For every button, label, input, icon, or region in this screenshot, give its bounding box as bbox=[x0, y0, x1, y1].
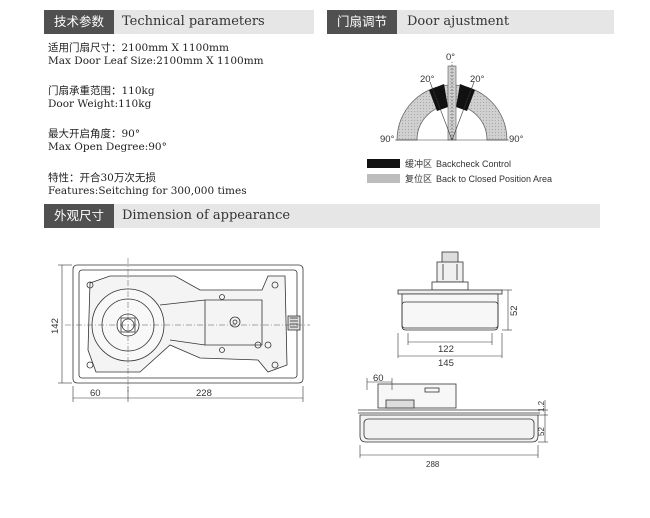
backcheck-zone-left bbox=[429, 84, 448, 111]
header-door-adjust: 门扇调节 Door ajustment bbox=[327, 10, 614, 34]
spec-features-cn: 特性：开合30万次无损 bbox=[48, 172, 156, 184]
legend-swatch-backcheck bbox=[367, 159, 400, 168]
spec-door-weight: 门扇承重范围：110kg Door Weight:110kg bbox=[48, 85, 155, 111]
spec-features-en: Features:Seitching for 300,000 times bbox=[48, 185, 247, 197]
legend-swatch-return bbox=[367, 174, 400, 183]
top-view-right-width-label: 228 bbox=[196, 388, 212, 399]
angle-top-label: 0° bbox=[446, 52, 455, 63]
angle-left-inner-label: 20° bbox=[420, 74, 435, 85]
return-zone-arc bbox=[396, 84, 508, 141]
front-view-outer-width-label: 145 bbox=[438, 358, 454, 369]
spec-open-degree: 最大开启角度：90° Max Open Degree:90° bbox=[48, 128, 167, 154]
legend-return-cn: 复位区 bbox=[405, 173, 432, 184]
front-view-height-label: 52 bbox=[509, 305, 520, 316]
angle-right-outer-label: 90° bbox=[509, 134, 524, 145]
section-title-technical: Technical parameters bbox=[122, 14, 265, 29]
top-view-left-width-label: 60 bbox=[90, 388, 101, 399]
header-technical: 技术参数 Technical parameters bbox=[44, 10, 314, 34]
legend-backcheck-en: Backcheck Control bbox=[436, 159, 511, 169]
spec-door-size-en: Max Door Leaf Size:2100mm X 1100mm bbox=[48, 55, 264, 67]
spec-features: 特性：开合30万次无损 Features:Seitching for 300,0… bbox=[48, 172, 247, 198]
section-title-dimensions: Dimension of appearance bbox=[122, 208, 291, 223]
spec-door-weight-cn: 门扇承重范围：110kg bbox=[48, 85, 155, 97]
side-view-height-top-label: 1.2 bbox=[537, 400, 546, 412]
legend-backcheck-cn: 缓冲区 bbox=[405, 158, 432, 169]
spec-door-size: 适用门扇尺寸：2100mm X 1100mm Max Door Leaf Siz… bbox=[48, 42, 264, 68]
section-tag-door: 门扇调节 bbox=[327, 10, 398, 34]
spec-open-degree-cn: 最大开启角度：90° bbox=[48, 128, 141, 140]
side-view-height-label: 52 bbox=[537, 427, 546, 436]
side-view-total-width-label: 288 bbox=[426, 460, 440, 469]
spec-door-weight-en: Door Weight:110kg bbox=[48, 98, 152, 110]
section-title-door: Door ajustment bbox=[407, 14, 510, 29]
top-plate-outer bbox=[72, 264, 304, 384]
spec-open-degree-en: Max Open Degree:90° bbox=[48, 141, 167, 153]
legend-return-en: Back to Closed Position Area bbox=[436, 174, 552, 184]
angle-left-outer-label: 90° bbox=[380, 134, 395, 145]
section-tag-dimensions: 外观尺寸 bbox=[44, 204, 115, 228]
backcheck-zone-right bbox=[456, 84, 475, 111]
section-tag-technical: 技术参数 bbox=[44, 10, 115, 34]
header-dimensions: 外观尺寸 Dimension of appearance bbox=[44, 204, 600, 228]
top-view-height-label: 142 bbox=[50, 318, 61, 334]
angle-right-inner-label: 20° bbox=[470, 74, 485, 85]
side-view-left-width-label: 60 bbox=[373, 373, 384, 384]
front-view-inner-width-label: 122 bbox=[438, 344, 454, 355]
spec-door-size-cn: 适用门扇尺寸：2100mm X 1100mm bbox=[48, 42, 229, 54]
